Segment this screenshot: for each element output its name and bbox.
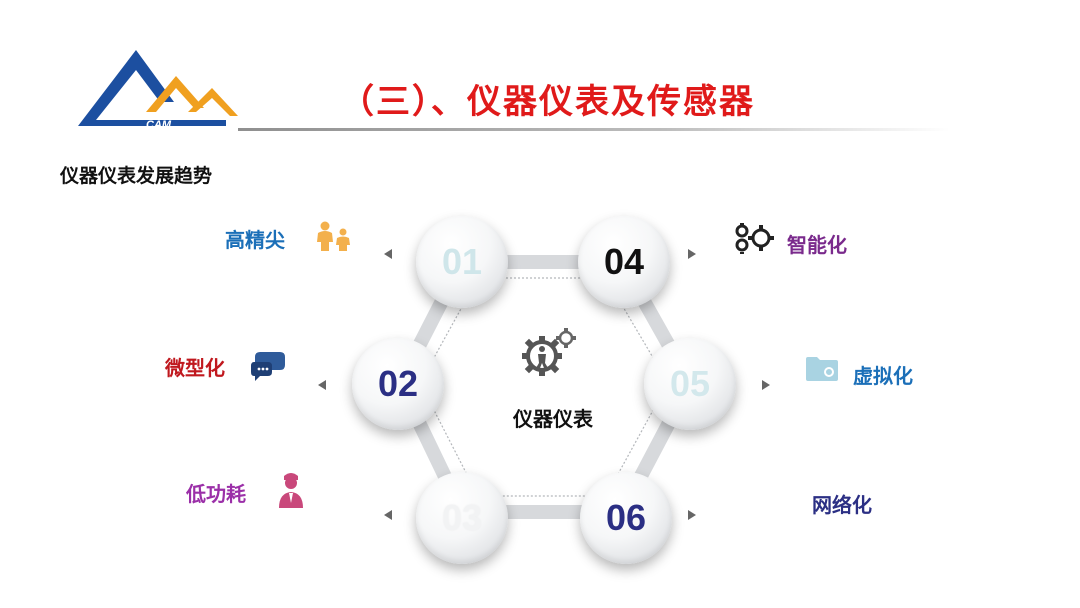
arrow-left-03 bbox=[384, 510, 392, 520]
people-icon bbox=[317, 221, 350, 251]
folder-icon bbox=[806, 357, 838, 381]
node-05: 05 bbox=[644, 338, 736, 430]
node-number-03: 03 bbox=[441, 497, 483, 538]
node-number-06: 06 bbox=[605, 497, 647, 538]
arrow-right-06 bbox=[688, 510, 696, 520]
node-number-02: 02 bbox=[377, 363, 419, 404]
trend-label-high-precision: 高精尖 bbox=[225, 228, 285, 252]
gear-worker-icon bbox=[522, 328, 576, 376]
arrow-right-05 bbox=[762, 380, 770, 390]
arrow-left-01 bbox=[384, 249, 392, 259]
title-divider bbox=[238, 128, 950, 131]
arrow-left-02 bbox=[318, 380, 326, 390]
trend-label-intelligence: 智能化 bbox=[787, 233, 847, 257]
center-label: 仪器仪表 bbox=[513, 407, 593, 431]
logo-text: CAM bbox=[146, 119, 172, 131]
section-subtitle: 仪器仪表发展趋势 bbox=[60, 165, 213, 187]
chat-bubbles-icon bbox=[251, 352, 285, 381]
trend-label-low-power: 低功耗 bbox=[186, 482, 246, 506]
trend-label-virtualization: 虚拟化 bbox=[853, 364, 913, 388]
trend-label-miniaturization: 微型化 bbox=[165, 356, 225, 380]
node-number-04: 04 bbox=[603, 241, 645, 282]
cam-logo: CAM bbox=[78, 50, 238, 131]
page-title: （三）、仪器仪表及传感器 bbox=[340, 82, 755, 122]
arrow-right-04 bbox=[688, 249, 696, 259]
node-04: 04 bbox=[578, 216, 670, 308]
node-03: 03 bbox=[416, 472, 508, 564]
node-06: 06 bbox=[580, 472, 672, 564]
node-01: 01 bbox=[416, 216, 508, 308]
gears-icon bbox=[735, 223, 774, 254]
person-icon bbox=[279, 473, 303, 508]
node-02: 02 bbox=[352, 338, 444, 430]
node-number-05: 05 bbox=[669, 363, 711, 404]
trend-label-networking: 网络化 bbox=[812, 493, 872, 517]
node-number-01: 01 bbox=[441, 241, 483, 282]
